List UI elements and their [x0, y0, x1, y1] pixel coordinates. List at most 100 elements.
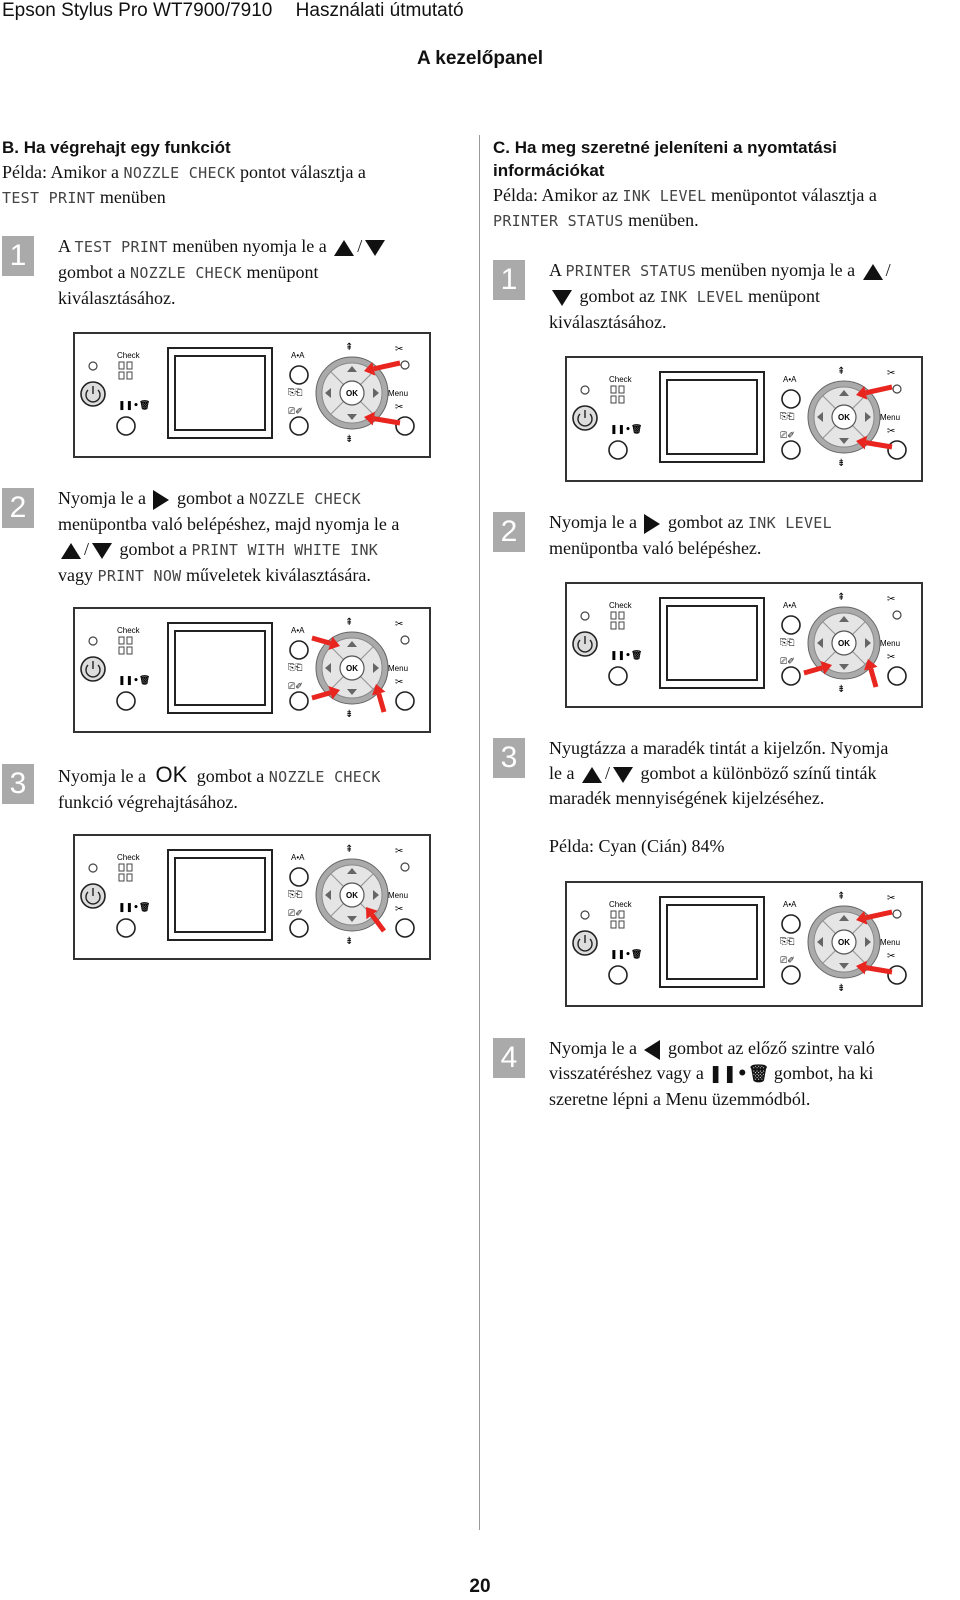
- svg-text:⇞: ⇞: [345, 844, 353, 855]
- svg-text:⇟: ⇟: [837, 458, 845, 469]
- svg-text:Check: Check: [117, 853, 141, 862]
- up-arrow-icon: [61, 542, 81, 559]
- svg-text:⇞: ⇞: [837, 891, 845, 902]
- svg-text:OK: OK: [838, 413, 850, 422]
- svg-text:A•A: A•A: [783, 900, 797, 909]
- up-arrow-icon: [581, 766, 602, 783]
- step-number: 1: [2, 236, 34, 276]
- step-number: 2: [2, 488, 34, 528]
- svg-text:✂: ✂: [887, 893, 895, 904]
- svg-text:A•A: A•A: [291, 351, 305, 360]
- svg-text:⇞: ⇞: [837, 366, 845, 377]
- svg-text:✂: ✂: [887, 951, 895, 962]
- ok-button-icon: OK: [155, 762, 188, 787]
- svg-text:⎘⎗: ⎘⎗: [780, 937, 794, 947]
- right-arrow-icon: [644, 513, 661, 534]
- svg-text:⎘⎗: ⎘⎗: [288, 388, 302, 398]
- section-c-title: C. Ha meg szeretné jeleníteni a nyomtatá…: [493, 138, 837, 180]
- svg-text:⇟: ⇟: [345, 709, 353, 720]
- section-c-example: Példa: Amikor az INK LEVEL menüpontot vá…: [493, 185, 877, 230]
- svg-text:❚❚•🗑: ❚❚•🗑: [118, 400, 150, 411]
- svg-text:✂: ✂: [395, 846, 403, 857]
- svg-text:A•A: A•A: [291, 626, 305, 635]
- svg-text:❚❚•🗑: ❚❚•🗑: [118, 902, 150, 913]
- control-panel-illustration: Check ❚❚•🗑 A•A ⎘⎗ ⎚✐ OK Menu ⇞ ⇟ ✂ ✂: [73, 332, 431, 458]
- svg-text:OK: OK: [346, 891, 358, 900]
- left-arrow-icon: [644, 1039, 661, 1060]
- step-text: Nyomja le a gombot a NOZZLE CHECK menüpo…: [58, 488, 400, 585]
- svg-text:✂: ✂: [395, 344, 403, 355]
- svg-text:⎘⎗: ⎘⎗: [780, 412, 794, 422]
- svg-text:Menu: Menu: [880, 639, 900, 648]
- svg-text:⎘⎗: ⎘⎗: [288, 890, 302, 900]
- ink-level-example: Példa: Cyan (Cián) 84%: [549, 836, 725, 856]
- svg-text:❚❚•🗑: ❚❚•🗑: [118, 675, 150, 686]
- svg-text:✂: ✂: [395, 402, 403, 413]
- svg-text:Menu: Menu: [388, 891, 408, 900]
- control-panel-illustration: Check ❚❚•🗑 A•A ⎘⎗ ⎚✐ OK Menu ⇞ ⇟ ✂ ✂: [73, 834, 431, 960]
- svg-text:✂: ✂: [887, 594, 895, 605]
- svg-text:Menu: Menu: [388, 664, 408, 673]
- control-panel-illustration: Check ❚❚•🗑 A•A ⎘⎗ ⎚✐ OK Menu ⇞ ⇟ ✂ ✂: [565, 582, 923, 708]
- svg-text:⇟: ⇟: [345, 434, 353, 445]
- svg-text:Check: Check: [609, 900, 633, 909]
- svg-text:✂: ✂: [887, 426, 895, 437]
- svg-text:Menu: Menu: [880, 413, 900, 422]
- step-text: Nyomja le a gombot az INK LEVEL menüpont…: [549, 512, 832, 558]
- control-panel-illustration: Check ❚❚•🗑 A•A ⎘⎗ ⎚✐ OK Menu ⇞ ⇟ ✂ ✂: [565, 356, 923, 482]
- svg-text:OK: OK: [346, 389, 358, 398]
- down-arrow-icon: [365, 239, 386, 256]
- svg-text:A•A: A•A: [291, 853, 305, 862]
- svg-text:❚❚•🗑: ❚❚•🗑: [610, 424, 642, 435]
- svg-text:OK: OK: [838, 639, 850, 648]
- svg-text:⎚✐: ⎚✐: [780, 657, 795, 667]
- svg-text:⎚✐: ⎚✐: [780, 431, 795, 441]
- svg-text:⎚✐: ⎚✐: [288, 407, 303, 417]
- svg-text:⎘⎗: ⎘⎗: [780, 638, 794, 648]
- section-b-example: Példa: Amikor a NOZZLE CHECK pontot vála…: [2, 162, 366, 207]
- product-name: Epson Stylus Pro WT7900/7910: [2, 0, 273, 21]
- svg-text:OK: OK: [838, 938, 850, 947]
- svg-text:❚❚•🗑: ❚❚•🗑: [610, 949, 642, 960]
- svg-text:Check: Check: [609, 375, 633, 384]
- svg-text:⇟: ⇟: [345, 936, 353, 947]
- svg-text:A•A: A•A: [783, 601, 797, 610]
- svg-text:Check: Check: [609, 601, 633, 610]
- svg-text:✂: ✂: [395, 619, 403, 630]
- svg-text:✂: ✂: [887, 368, 895, 379]
- svg-text:⇟: ⇟: [837, 983, 845, 994]
- svg-text:❚❚•🗑: ❚❚•🗑: [610, 650, 642, 661]
- svg-text:⎚✐: ⎚✐: [780, 956, 795, 966]
- down-arrow-icon: [613, 766, 633, 783]
- step-text: A PRINTER STATUS menüben nyomja le a / g…: [549, 260, 891, 332]
- svg-text:⎘⎗: ⎘⎗: [288, 663, 302, 673]
- right-arrow-icon: [153, 489, 170, 510]
- svg-text:Check: Check: [117, 626, 141, 635]
- svg-text:⇟: ⇟: [837, 684, 845, 695]
- svg-text:⇞: ⇞: [345, 342, 353, 353]
- svg-text:Menu: Menu: [880, 938, 900, 947]
- svg-text:⎚✐: ⎚✐: [288, 682, 303, 692]
- step-number: 3: [493, 738, 525, 778]
- svg-text:Check: Check: [117, 351, 141, 360]
- svg-text:⇞: ⇞: [345, 617, 353, 628]
- chapter-title: A kezelőpanel: [416, 48, 543, 69]
- svg-text:✂: ✂: [395, 904, 403, 915]
- svg-text:⇞: ⇞: [837, 592, 845, 603]
- svg-text:✂: ✂: [395, 677, 403, 688]
- step-text: Nyomja le a OK gombot a NOZZLE CHECK fun…: [58, 762, 381, 812]
- manual-title: Használati útmutató: [295, 0, 464, 21]
- page-number: 20: [469, 1576, 491, 1597]
- up-arrow-icon: [334, 239, 355, 256]
- svg-text:Menu: Menu: [388, 389, 408, 398]
- svg-text:⎚✐: ⎚✐: [288, 909, 303, 919]
- svg-text:✂: ✂: [887, 652, 895, 663]
- up-arrow-icon: [862, 263, 883, 280]
- svg-text:A•A: A•A: [783, 375, 797, 384]
- running-header: Epson Stylus Pro WT7900/7910 Használati …: [2, 0, 482, 22]
- step-text: Nyugtázza a maradék tintát a kijelzőn. N…: [549, 738, 889, 808]
- pause-delete-icon: ❚❚•🗑: [708, 1064, 770, 1084]
- down-arrow-icon: [92, 542, 113, 559]
- step-text: Nyomja le a gombot az előző szintre való…: [549, 1038, 875, 1109]
- column-divider: [479, 135, 480, 1530]
